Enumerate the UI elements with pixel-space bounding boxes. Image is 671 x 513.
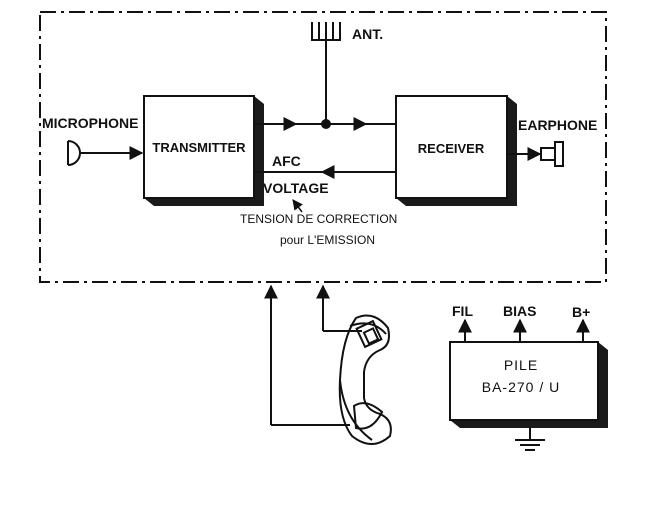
receiver-label: RECEIVER [418, 141, 485, 156]
battery-pile-block: PILE BA-270 / U [449, 341, 608, 428]
earphone-label: EARPHONE [518, 117, 597, 133]
tension-label-line2: pour L'EMISSION [280, 233, 375, 247]
tension-label-line1: TENSION DE CORRECTION [240, 212, 397, 226]
voltage-label: VOLTAGE [263, 180, 329, 196]
antenna-junction [321, 119, 331, 129]
pile-label-line2: BA-270 / U [482, 379, 560, 395]
receiver-block: RECEIVER [395, 95, 517, 206]
afc-label: AFC [272, 153, 301, 169]
antenna-icon [311, 22, 341, 124]
correction-pointer [292, 199, 303, 213]
antenna-label: ANT. [352, 26, 383, 42]
microphone-icon [67, 140, 81, 166]
ground-icon [515, 428, 545, 451]
microphone-label: MICROPHONE [42, 115, 138, 131]
unit-enclosure [39, 11, 607, 283]
transmitter-label: TRANSMITTER [152, 140, 246, 155]
pile-label-line1: PILE [504, 357, 538, 373]
handset-icon [338, 314, 392, 445]
earphone-icon [540, 141, 564, 167]
fil-terminal-label: FIL [452, 303, 473, 319]
transmitter-block: TRANSMITTER [143, 95, 264, 206]
battery-terminals [458, 318, 590, 342]
bias-terminal-label: BIAS [503, 303, 536, 319]
handset-wiring [264, 284, 362, 426]
bplus-terminal-label: B+ [572, 304, 590, 320]
